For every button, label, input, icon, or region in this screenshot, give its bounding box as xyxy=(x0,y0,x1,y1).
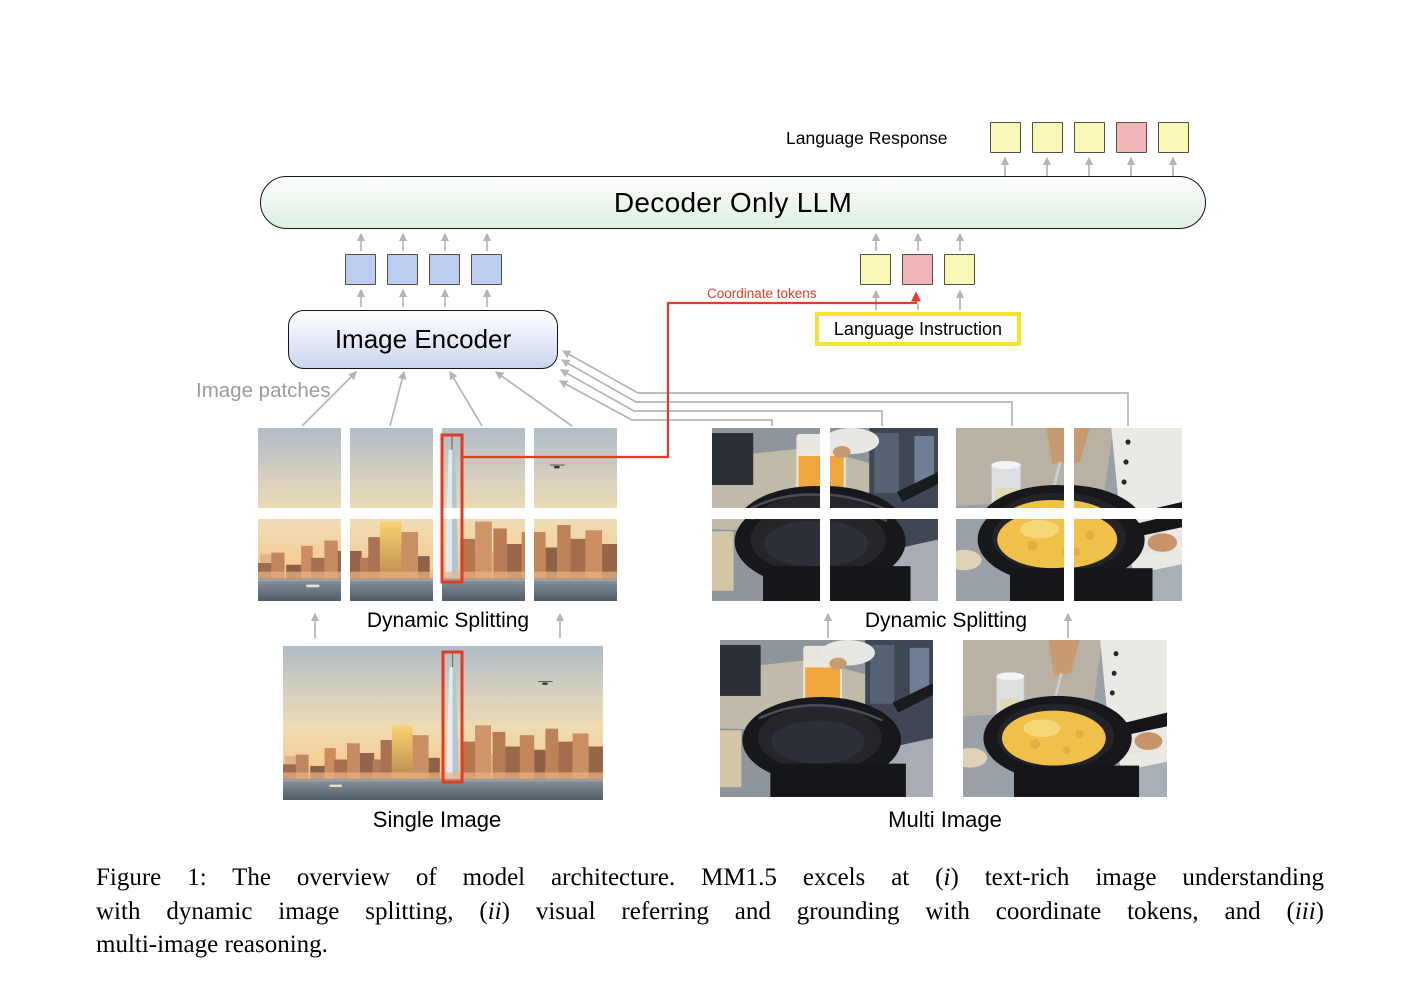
language-instruction-label: Language Instruction xyxy=(833,318,1003,339)
yellow-token xyxy=(860,254,891,285)
image-patch xyxy=(258,428,341,508)
language-response-label: Language Response xyxy=(786,128,948,148)
image-patch xyxy=(830,519,938,601)
yellow-token xyxy=(1032,122,1063,153)
caption-line-2: with dynamic image splitting, (ii) visua… xyxy=(96,897,1324,925)
image-patch xyxy=(1074,519,1182,601)
image-patch xyxy=(712,519,820,601)
single-image-patch-grid xyxy=(258,428,617,601)
image-patch xyxy=(1074,428,1182,508)
image-patch xyxy=(712,428,820,508)
decoder-llm-box: Decoder Only LLM xyxy=(260,176,1206,229)
image-patch xyxy=(830,428,938,508)
yellow-token xyxy=(1158,122,1189,153)
image-encoder-label: Image Encoder xyxy=(334,324,512,354)
yellow-token xyxy=(1074,122,1105,153)
blue-token xyxy=(387,254,418,285)
multi-image-patch-grid-2 xyxy=(956,428,1182,601)
image-patch xyxy=(442,519,525,601)
image-patch xyxy=(534,428,617,508)
coordinate-tokens-label: Coordinate tokens xyxy=(707,286,817,301)
multi-image-cooking-1 xyxy=(720,640,933,797)
image-encoder-box: Image Encoder xyxy=(288,310,558,369)
blue-token xyxy=(429,254,460,285)
image-token-row xyxy=(345,254,502,285)
instruction-token-row xyxy=(860,254,975,285)
caption-line-1: Figure 1: The overview of model architec… xyxy=(96,864,1324,891)
yellow-token xyxy=(944,254,975,285)
single-image-skyline xyxy=(283,646,603,800)
pink-token xyxy=(1116,122,1147,153)
dynamic-splitting-label-left: Dynamic Splitting xyxy=(366,609,530,632)
image-patch xyxy=(258,519,341,601)
figure-caption: Figure 1: The overview of model architec… xyxy=(96,861,1324,962)
image-patches-label: Image patches xyxy=(196,379,331,402)
image-patch xyxy=(350,428,433,508)
multi-image-patch-grid-1 xyxy=(712,428,938,601)
dynamic-splitting-label-right: Dynamic Splitting xyxy=(864,609,1028,632)
language-instruction-box: Language Instruction xyxy=(815,312,1021,346)
pink-token xyxy=(902,254,933,285)
caption-line-3: multi-image reasoning. xyxy=(96,931,328,958)
multi-image-label: Multi Image xyxy=(888,807,1002,832)
single-image-label: Single Image xyxy=(372,807,502,832)
image-patch xyxy=(534,519,617,601)
image-patch xyxy=(350,519,433,601)
yellow-token xyxy=(990,122,1021,153)
multi-image-cooking-2 xyxy=(963,640,1167,797)
image-patch xyxy=(442,428,525,508)
response-token-row xyxy=(990,122,1189,153)
decoder-llm-label: Decoder Only LLM xyxy=(613,186,853,218)
image-patch xyxy=(956,428,1064,508)
image-patch xyxy=(956,519,1064,601)
blue-token xyxy=(471,254,502,285)
blue-token xyxy=(345,254,376,285)
